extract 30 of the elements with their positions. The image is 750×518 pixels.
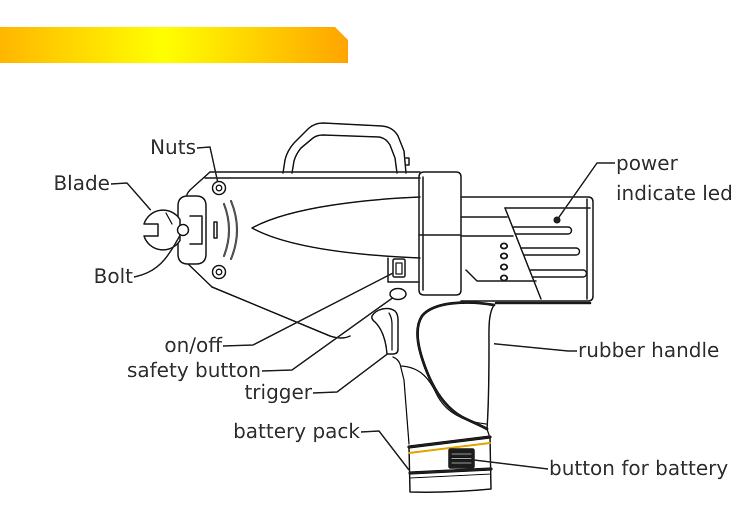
oval-button: [389, 288, 407, 300]
battery-pack: [407, 435, 493, 493]
trigger: [371, 308, 399, 355]
switch-knob: [392, 258, 406, 278]
part-label: button for battery: [549, 456, 728, 480]
part-label: trigger: [244, 380, 312, 404]
bolt: [176, 224, 190, 236]
part-label: Bolt: [94, 264, 133, 288]
part-label: power indicate led: [616, 148, 744, 208]
leader-line: [558, 162, 615, 218]
leader-line: [474, 459, 548, 470]
indicator-dot: [553, 216, 561, 224]
leader-line: [196, 146, 218, 182]
battery-release-button: [448, 448, 475, 469]
nut: [212, 180, 226, 196]
leader-line: [222, 272, 394, 347]
leader-line: [134, 234, 181, 278]
handle-grip: [392, 301, 496, 445]
leader-line: [494, 343, 577, 352]
part-label: Blade: [53, 171, 110, 195]
part-label: safety button: [126, 358, 261, 382]
part-label: rubber handle: [578, 338, 720, 362]
part-label: Nuts: [150, 135, 196, 159]
part-label: on/off: [164, 333, 222, 357]
leader-line: [110, 182, 152, 211]
part-label: battery pack: [233, 419, 360, 443]
cutting-blade: [143, 209, 181, 251]
leader-line: [360, 430, 410, 470]
leader-line: [312, 353, 388, 394]
leader-line: [262, 297, 393, 372]
